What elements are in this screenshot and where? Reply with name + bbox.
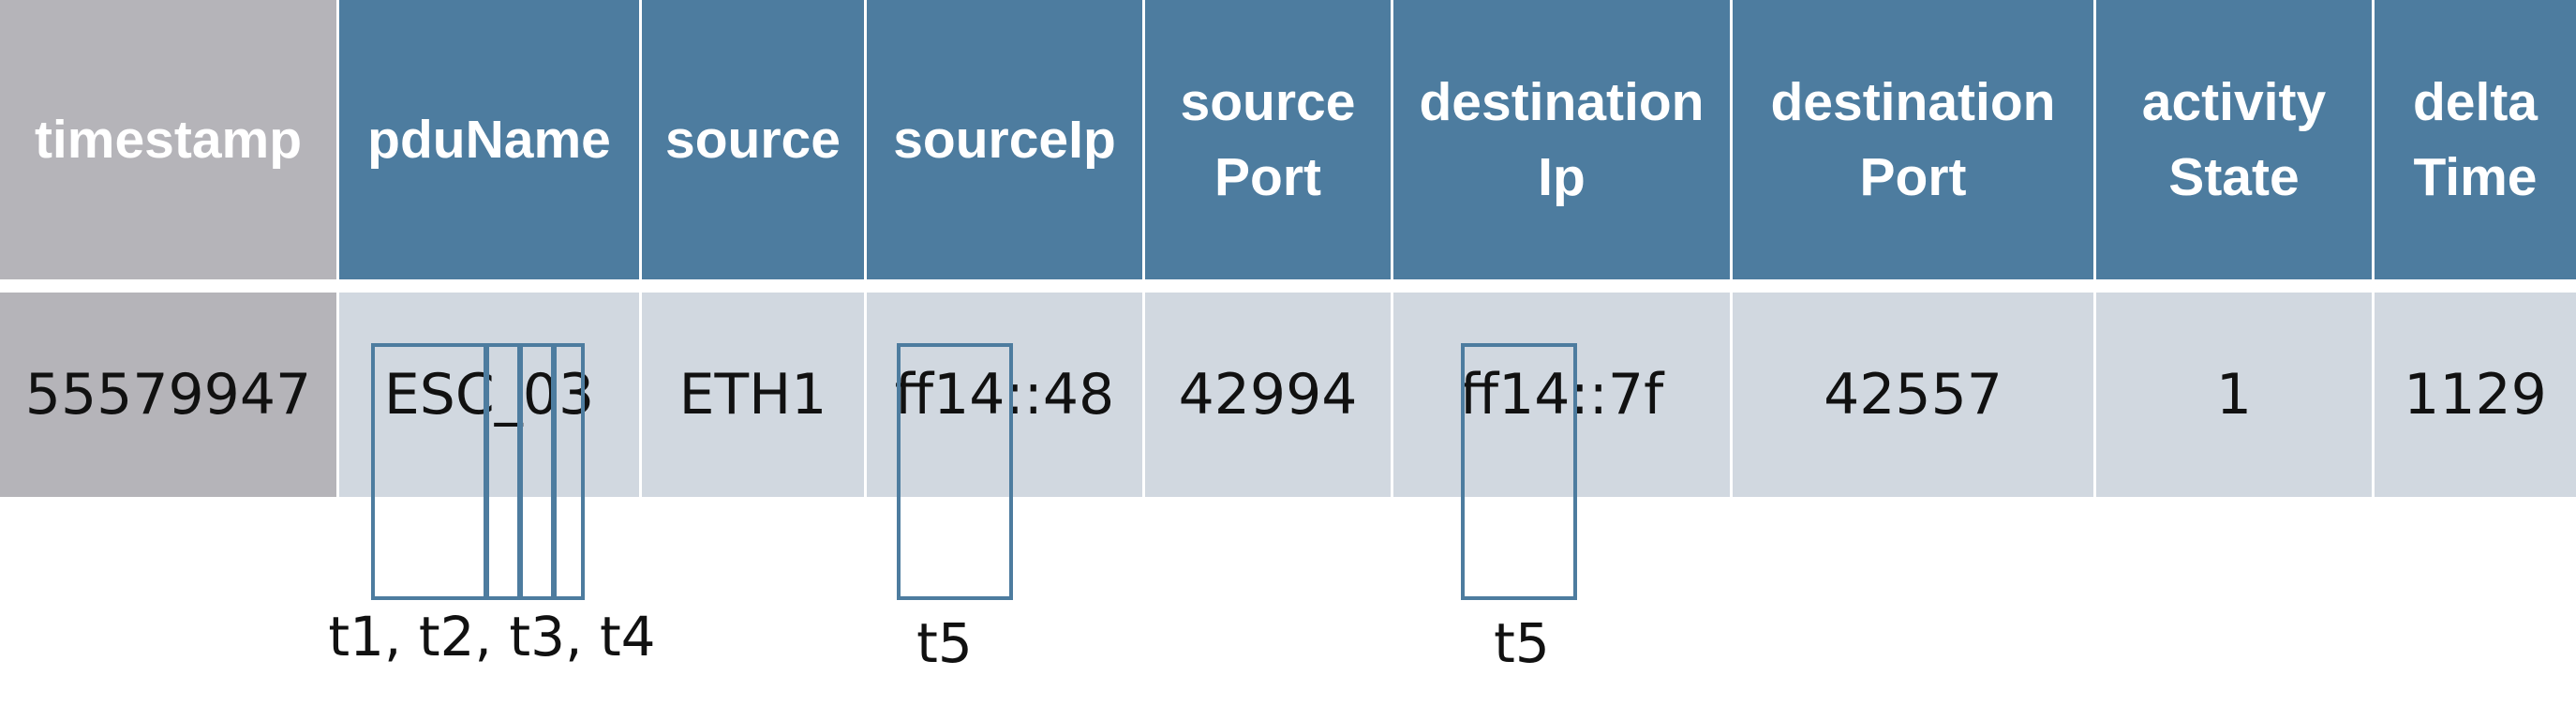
header-activitystate: activity State xyxy=(2096,0,2372,279)
cell-source-value: ETH1 xyxy=(678,362,827,428)
token-box-t4 xyxy=(553,343,585,600)
cell-deltatime-value: 1129 xyxy=(2404,362,2547,428)
header-deltatime: delta Time xyxy=(2375,0,2576,279)
header-sourceport-label: source Port xyxy=(1180,72,1356,207)
header-deltatime-label: delta Time xyxy=(2412,72,2539,207)
annotation-source-ip-token: t5 xyxy=(916,611,973,675)
token-box-source-ip-t5 xyxy=(897,343,1013,600)
cell-activitystate: 1 xyxy=(2096,293,2372,497)
cell-sourceip-value: ff14::48 xyxy=(894,362,1115,428)
cell-sourceip: ff14::48 xyxy=(867,293,1142,497)
header-sourceip: sourceIp xyxy=(867,0,1142,279)
header-sourceport: source Port xyxy=(1145,0,1391,279)
header-source-label: source xyxy=(665,110,841,170)
cell-sourceport: 42994 xyxy=(1145,293,1391,497)
header-destinationip: destination Ip xyxy=(1393,0,1730,279)
header-source: source xyxy=(642,0,864,279)
cell-deltatime: 1129 xyxy=(2375,293,2576,497)
cell-timestamp: 55579947 xyxy=(0,293,336,497)
cell-pduname-value: ESC_03 xyxy=(383,362,595,428)
header-timestamp: timestamp xyxy=(0,0,336,279)
cell-destinationip-value: ff14::7f xyxy=(1459,362,1664,428)
token-box-t3 xyxy=(519,343,555,600)
cell-source: ETH1 xyxy=(642,293,864,497)
cell-destinationport: 42557 xyxy=(1733,293,2093,497)
cell-destinationip: ff14::7f xyxy=(1393,293,1730,497)
header-destinationport: destination Port xyxy=(1733,0,2093,279)
header-timestamp-label: timestamp xyxy=(34,110,303,170)
cell-pduname: ESC_03 xyxy=(339,293,639,497)
token-box-t1 xyxy=(371,343,487,600)
header-activitystate-label: activity State xyxy=(2141,72,2327,207)
header-destinationip-label: destination Ip xyxy=(1419,72,1705,207)
header-pduname: pduName xyxy=(339,0,639,279)
header-destinationport-label: destination Port xyxy=(1770,72,2056,207)
cell-destinationport-value: 42557 xyxy=(1824,362,2003,428)
annotation-destination-ip-token: t5 xyxy=(1494,611,1550,675)
header-sourceip-label: sourceIp xyxy=(893,110,1116,170)
cell-timestamp-value: 55579947 xyxy=(24,362,312,428)
cell-sourceport-value: 42994 xyxy=(1178,362,1358,428)
header-pduname-label: pduName xyxy=(367,110,611,170)
cell-activitystate-value: 1 xyxy=(2215,362,2253,428)
token-box-destination-ip-t5 xyxy=(1461,343,1577,600)
annotation-pdu-tokens: t1, t2, t3, t4 xyxy=(328,605,656,668)
token-box-t2 xyxy=(485,343,521,600)
